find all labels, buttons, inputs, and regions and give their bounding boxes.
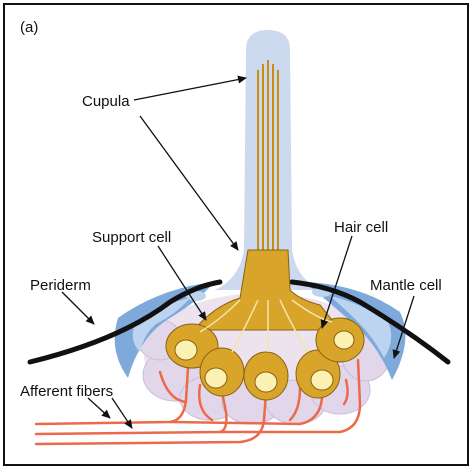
label-mantle-cell: Mantle cell — [370, 277, 442, 294]
periderm-arrow — [62, 292, 94, 324]
panel-label: (a) — [20, 19, 38, 36]
afferent-arrow-1 — [88, 398, 110, 418]
label-support-cell: Support cell — [92, 229, 171, 246]
label-hair-cell: Hair cell — [334, 219, 388, 236]
label-cupula: Cupula — [82, 93, 130, 110]
cupula-arrow-1 — [134, 78, 246, 100]
label-periderm: Periderm — [30, 277, 91, 294]
label-afferent-fibers: Afferent fibers — [20, 383, 113, 400]
